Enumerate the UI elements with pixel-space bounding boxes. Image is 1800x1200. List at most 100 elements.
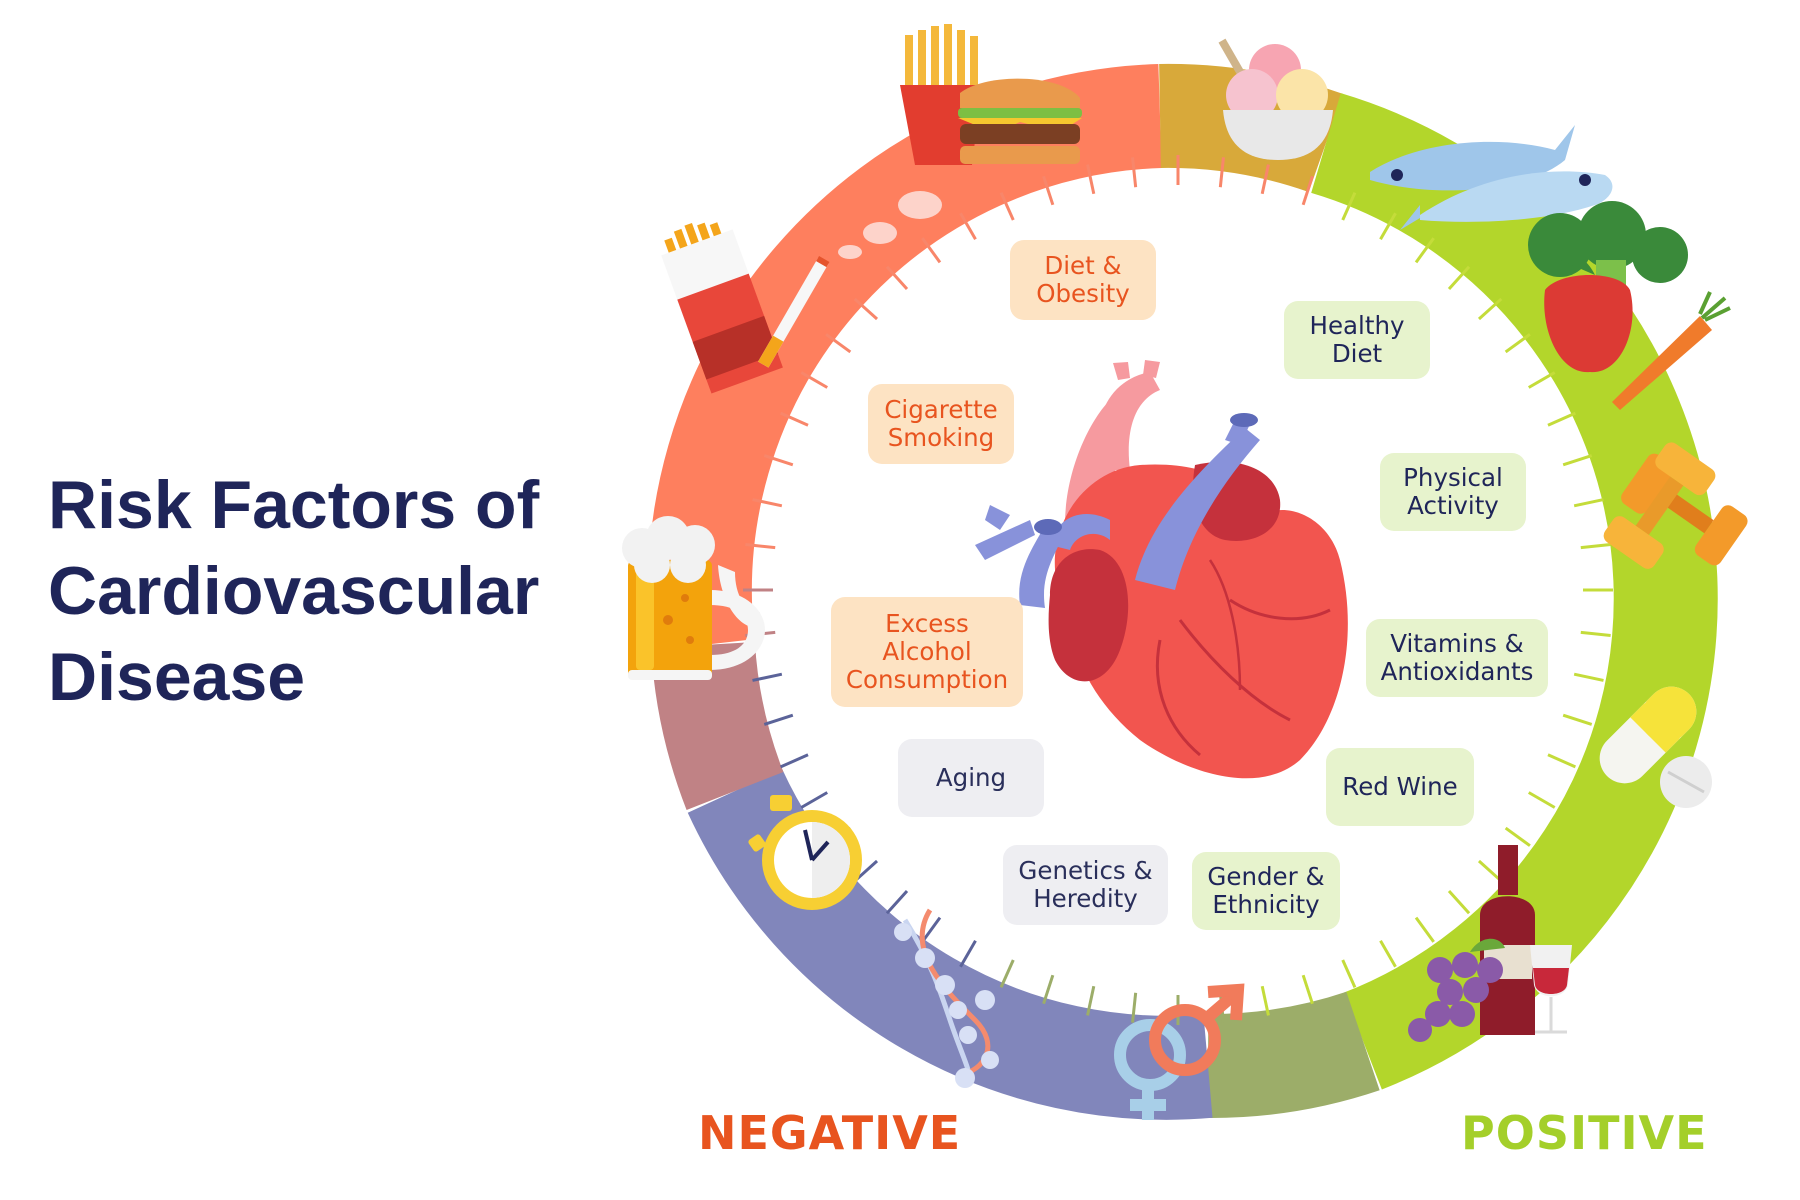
tick-mark <box>1260 164 1270 195</box>
factor-line: Excess <box>885 609 969 638</box>
tick-mark <box>1573 498 1604 508</box>
tick-mark <box>1447 265 1471 291</box>
factor-line: Ethnicity <box>1212 890 1320 919</box>
tick-mark <box>1547 753 1577 769</box>
tick-mark <box>1301 974 1314 1005</box>
tick-mark <box>763 713 794 726</box>
factor-line: Consumption <box>845 665 1009 694</box>
factor-line: Cigarette <box>884 395 998 424</box>
factor-line: Alcohol <box>882 637 972 666</box>
tick-mark <box>853 297 879 321</box>
heart-icon <box>975 360 1348 779</box>
factor-line: Activity <box>1407 491 1499 520</box>
factor-line: Diet <box>1331 339 1383 368</box>
fish-icon <box>1370 125 1613 230</box>
factor-line: Heredity <box>1033 884 1138 913</box>
tick-mark <box>800 791 829 809</box>
tick-mark <box>885 889 909 915</box>
tick-mark <box>745 543 776 550</box>
tick-mark <box>1042 974 1055 1005</box>
tick-mark <box>885 265 909 291</box>
tick-mark <box>1131 992 1138 1023</box>
title-line-3: Disease <box>48 639 306 715</box>
factor-line: Diet & <box>1044 251 1122 280</box>
factor-line: Physical <box>1403 463 1503 492</box>
cigarettes-icon <box>661 191 942 394</box>
tick-mark <box>1218 157 1225 188</box>
page-title: Risk Factors of Cardiovascular Disease <box>48 462 608 720</box>
tick-mark <box>1379 939 1397 968</box>
tick-mark <box>1527 371 1556 389</box>
factor-line: Antioxidants <box>1380 657 1534 686</box>
tick-marks <box>743 155 1613 1025</box>
tick-mark <box>921 916 942 943</box>
tick-mark <box>1414 916 1435 943</box>
factor-diet-obesity: Diet &Obesity <box>1010 240 1156 320</box>
factor-line: Obesity <box>1036 279 1130 308</box>
factor-genetics-heredity: Genetics &Heredity <box>1003 845 1168 925</box>
broccoli-apple-carrot-icon <box>1528 201 1731 410</box>
tick-mark <box>779 753 809 769</box>
wine-grapes-icon <box>1408 845 1572 1042</box>
stopwatch-icon <box>748 795 862 910</box>
tick-mark <box>1086 164 1096 195</box>
tick-mark <box>1379 212 1397 241</box>
tick-mark <box>1447 889 1471 915</box>
tick-mark <box>1341 959 1357 989</box>
factor-line: Vitamins & <box>1390 629 1524 658</box>
factor-line: Gender & <box>1207 862 1325 891</box>
tick-mark <box>779 411 809 427</box>
tick-mark <box>921 237 942 264</box>
tick-mark <box>999 959 1015 989</box>
tick-mark <box>1527 791 1556 809</box>
tick-mark <box>752 498 783 508</box>
negative-label: NEGATIVE <box>698 1106 962 1160</box>
factor-vitamins-antioxidants: Vitamins &Antioxidants <box>1366 619 1548 697</box>
title-line-1: Risk Factors of <box>48 467 540 543</box>
tick-mark <box>1504 333 1531 354</box>
tick-mark <box>1477 859 1503 883</box>
gender-symbols-icon <box>1114 983 1245 1120</box>
factor-aging: Aging <box>898 739 1044 817</box>
factor-line: Aging <box>935 763 1007 792</box>
factor-line: Genetics & <box>1018 856 1153 885</box>
tick-mark <box>1086 985 1096 1016</box>
tick-mark <box>752 672 783 682</box>
tick-mark <box>1341 191 1357 221</box>
tick-mark <box>1477 297 1503 321</box>
fries-burger-icon <box>900 24 1082 165</box>
factor-gender-ethnicity: Gender &Ethnicity <box>1192 852 1340 930</box>
dna-icon <box>894 908 999 1088</box>
factor-red-wine: Red Wine <box>1326 748 1474 826</box>
factor-line: Red Wine <box>1342 772 1458 801</box>
ice-cream-icon <box>1218 38 1333 160</box>
tick-mark <box>1580 630 1611 637</box>
tick-mark <box>1562 713 1593 726</box>
ring-segment-olive <box>1207 991 1380 1119</box>
tick-mark <box>1573 672 1604 682</box>
pills-icon <box>1599 686 1712 808</box>
tick-mark <box>959 939 977 968</box>
dumbbells-icon <box>1603 442 1748 569</box>
factor-line: Healthy <box>1309 311 1405 340</box>
tick-mark <box>1042 175 1055 206</box>
tick-mark <box>825 333 852 354</box>
tick-mark <box>1301 175 1314 206</box>
tick-mark <box>1547 411 1577 427</box>
tick-mark <box>959 212 977 241</box>
tick-mark <box>763 454 794 467</box>
tick-mark <box>1562 454 1593 467</box>
tick-mark <box>1414 237 1435 264</box>
beer-mug-icon <box>622 516 765 680</box>
tick-mark <box>1131 157 1138 188</box>
tick-mark <box>999 191 1015 221</box>
title-line-2: Cardiovascular <box>48 553 540 629</box>
positive-label: POSITIVE <box>1461 1106 1708 1160</box>
tick-mark <box>1260 985 1270 1016</box>
